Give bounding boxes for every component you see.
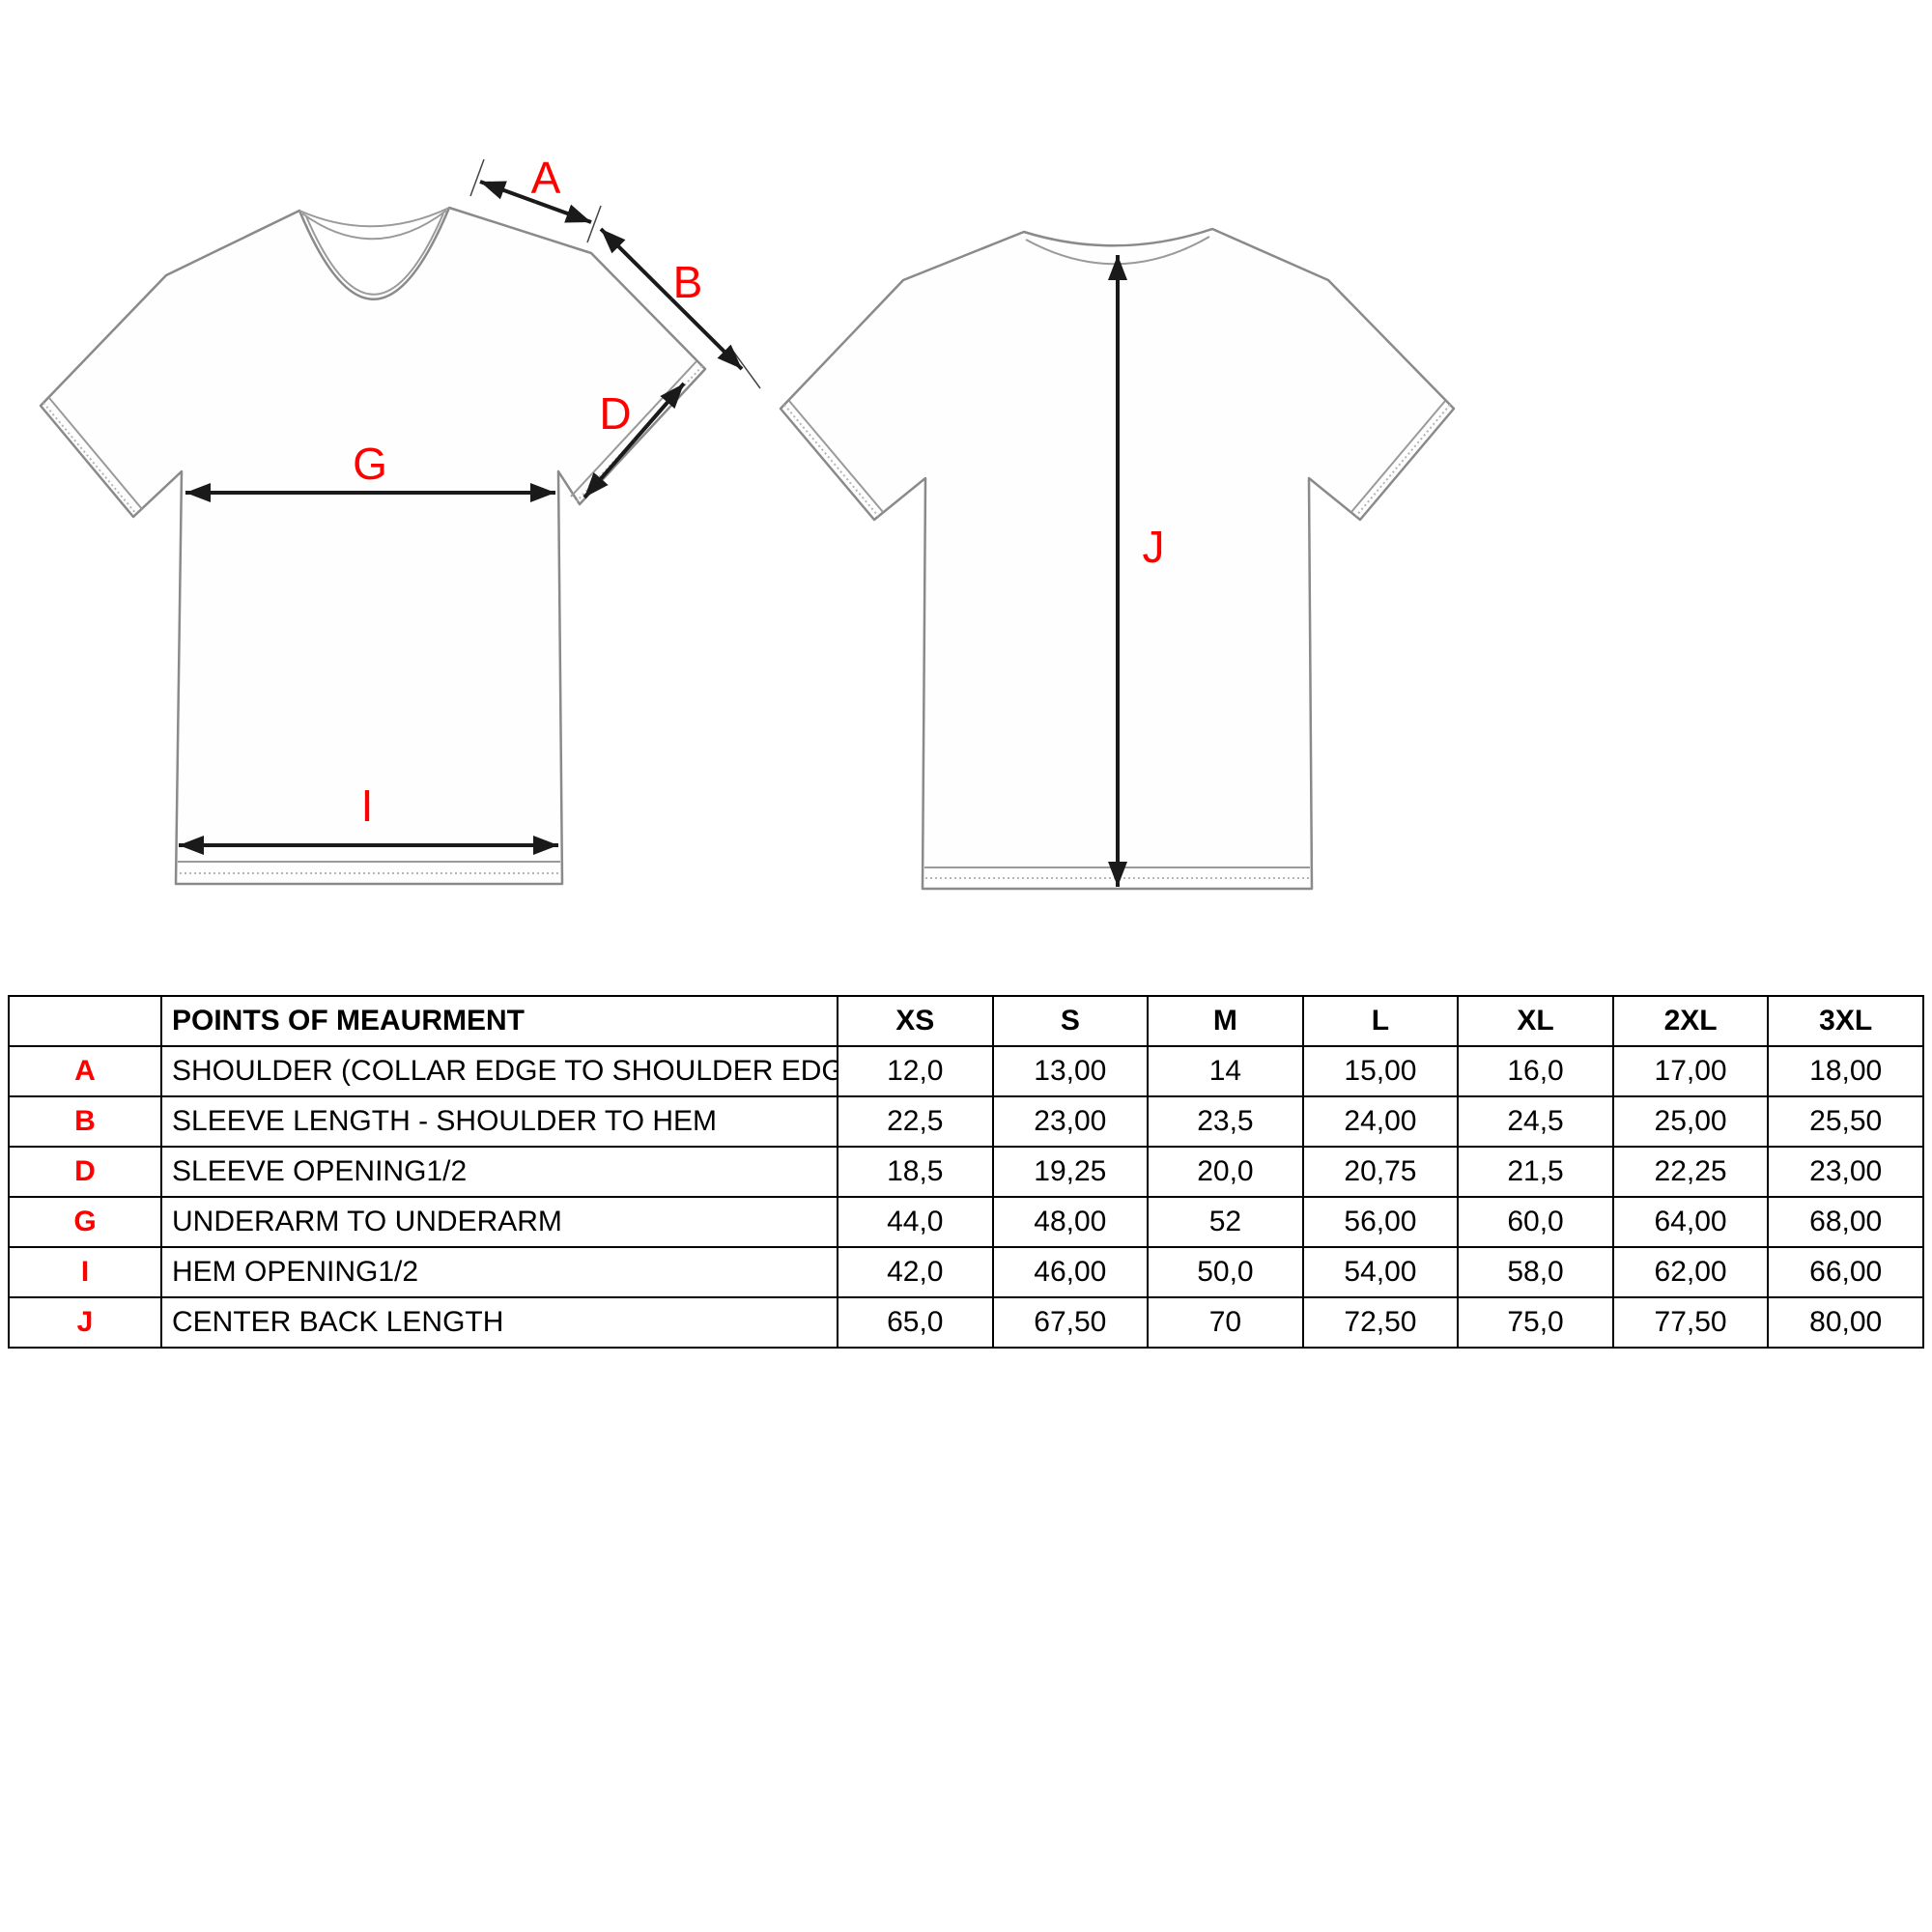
witness-line [728, 345, 761, 389]
header-size-3xl: 3XL [1767, 995, 1924, 1047]
table-row-b: B SLEEVE LENGTH - SHOULDER TO HEM 22,5 2… [8, 1095, 1924, 1148]
back-shirt-diagram: J [779, 227, 1456, 891]
measurement-value: 22,5 [837, 1095, 994, 1148]
measurement-letter: G [8, 1196, 162, 1248]
table-row-d: D SLEEVE OPENING1/2 18,5 19,25 20,0 20,7… [8, 1146, 1924, 1198]
measure-arrow-a: A [469, 153, 602, 243]
measurement-description: UNDERARM TO UNDERARM [160, 1196, 838, 1248]
measurement-value: 50,0 [1147, 1246, 1304, 1298]
measurement-value: 18,5 [837, 1146, 994, 1198]
measure-arrow-i: I [179, 781, 558, 855]
label-a: A [531, 153, 561, 203]
measurement-value: 18,00 [1767, 1045, 1924, 1097]
measurement-value: 44,0 [837, 1196, 994, 1248]
measurement-description: SLEEVE LENGTH - SHOULDER TO HEM [160, 1095, 838, 1148]
table-row-a: A SHOULDER (COLLAR EDGE TO SHOULDER EDGE… [8, 1045, 1924, 1097]
measurement-value: 23,5 [1147, 1095, 1304, 1148]
header-size-l: L [1301, 995, 1460, 1047]
measurement-value: 65,0 [837, 1296, 994, 1349]
measurement-letter: I [8, 1246, 162, 1298]
measurement-value: 24,00 [1301, 1095, 1460, 1148]
measurement-value: 64,00 [1611, 1196, 1770, 1248]
measurement-value: 15,00 [1301, 1045, 1460, 1097]
collar-rib-line [305, 213, 444, 296]
measurement-value: 20,75 [1301, 1146, 1460, 1198]
measurement-value: 75,0 [1457, 1296, 1614, 1349]
measurement-value: 52 [1147, 1196, 1304, 1248]
measurement-value: 17,00 [1611, 1045, 1770, 1097]
measurement-value: 24,5 [1457, 1095, 1614, 1148]
measurement-value: 22,25 [1611, 1146, 1770, 1198]
measurement-value: 58,0 [1457, 1246, 1614, 1298]
witness-line [469, 158, 485, 197]
measure-arrow-d: D [582, 382, 686, 499]
collar-band-line [301, 210, 447, 241]
header-points-of-measurement: POINTS OF MEAURMENT [160, 995, 838, 1047]
measurement-value: 42,0 [837, 1246, 994, 1298]
measurement-value: 60,0 [1457, 1196, 1614, 1248]
table-header-row: POINTS OF MEAURMENT XS S M L XL 2XL 3XL [8, 995, 1924, 1047]
header-size-s: S [991, 995, 1150, 1047]
measurement-value: 16,0 [1457, 1045, 1614, 1097]
measure-arrow-b: B [599, 227, 761, 389]
header-empty-cell [8, 995, 162, 1047]
measure-arrow-g: G [185, 439, 555, 502]
header-size-2xl: 2XL [1611, 995, 1770, 1047]
label-b: B [673, 257, 703, 307]
measurement-description: HEM OPENING1/2 [160, 1246, 838, 1298]
measurement-value: 20,0 [1147, 1146, 1304, 1198]
witness-line [586, 205, 602, 243]
measurement-value: 54,00 [1301, 1246, 1460, 1298]
label-j: J [1143, 522, 1165, 572]
table-row-j: J CENTER BACK LENGTH 65,0 67,50 70 72,50… [8, 1296, 1924, 1349]
measurement-value: 23,00 [991, 1095, 1150, 1148]
measurement-description: CENTER BACK LENGTH [160, 1296, 838, 1349]
measurement-value: 80,00 [1767, 1296, 1924, 1349]
measurement-letter: B [8, 1095, 162, 1148]
measurement-value: 25,00 [1611, 1095, 1770, 1148]
measurement-value: 12,0 [837, 1045, 994, 1097]
measurement-value: 13,00 [991, 1045, 1150, 1097]
measurement-value: 56,00 [1301, 1196, 1460, 1248]
measurement-value: 70 [1147, 1296, 1304, 1349]
left-sleeve-hem-line [788, 400, 884, 513]
front-shirt-outline [39, 206, 707, 886]
label-d: D [599, 388, 631, 439]
measurement-value: 19,25 [991, 1146, 1150, 1198]
measurement-value: 46,00 [991, 1246, 1150, 1298]
right-sleeve-hem-line [1350, 400, 1446, 513]
header-size-xs: XS [837, 995, 994, 1047]
measurement-letter: D [8, 1146, 162, 1198]
measurement-value: 23,00 [1767, 1146, 1924, 1198]
measurement-value: 72,50 [1301, 1296, 1460, 1349]
right-sleeve-stitch [1355, 404, 1451, 517]
size-chart-table: POINTS OF MEAURMENT XS S M L XL 2XL 3XL … [8, 995, 1924, 1349]
measurement-description: SHOULDER (COLLAR EDGE TO SHOULDER EDGE) [160, 1045, 838, 1097]
collar-back-line [298, 207, 450, 228]
header-size-m: M [1147, 995, 1304, 1047]
measurement-value: 48,00 [991, 1196, 1150, 1248]
measurement-value: 66,00 [1767, 1246, 1924, 1298]
label-i: I [361, 781, 374, 831]
table-row-g: G UNDERARM TO UNDERARM 44,0 48,00 52 56,… [8, 1196, 1924, 1248]
measure-arrow-j: J [1108, 255, 1165, 887]
label-g: G [353, 439, 387, 489]
measurement-value: 67,50 [991, 1296, 1150, 1349]
measurement-letter: A [8, 1045, 162, 1097]
left-sleeve-stitch [783, 404, 879, 517]
measurement-value: 14 [1147, 1045, 1304, 1097]
front-shirt-diagram: A B D G I [39, 153, 761, 886]
measurement-value: 77,50 [1611, 1296, 1770, 1349]
table-row-i: I HEM OPENING1/2 42,0 46,00 50,0 54,00 5… [8, 1246, 1924, 1298]
measurement-value: 21,5 [1457, 1146, 1614, 1198]
measurement-letter: J [8, 1296, 162, 1349]
left-sleeve-hem-line [48, 397, 143, 510]
measurement-value: 25,50 [1767, 1095, 1924, 1148]
header-size-xl: XL [1457, 995, 1614, 1047]
measurement-value: 62,00 [1611, 1246, 1770, 1298]
measurement-description: SLEEVE OPENING1/2 [160, 1146, 838, 1198]
measurement-value: 68,00 [1767, 1196, 1924, 1248]
